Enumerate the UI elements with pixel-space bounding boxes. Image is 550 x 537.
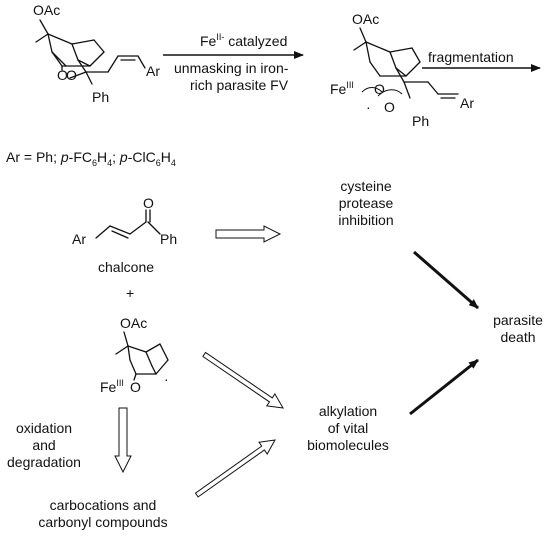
radical-oac-label: OAc bbox=[120, 315, 147, 331]
radical-fe-label: FeIII bbox=[100, 378, 124, 395]
arrow-carbocations-to-alkylation bbox=[194, 439, 276, 498]
substrate-o2-label: O bbox=[66, 67, 77, 83]
alkylation-label: alkylation of vital biomolecules bbox=[307, 403, 389, 453]
death-line2: death bbox=[500, 329, 535, 345]
substrate-skeleton bbox=[35, 19, 146, 85]
arrow-radical-to-alkylation bbox=[202, 351, 284, 409]
carbocations-line1: carbocations and bbox=[50, 497, 157, 513]
chalcone-name: chalcone bbox=[98, 259, 154, 275]
plus-sign: + bbox=[126, 285, 134, 301]
substrate-oac-label: OAc bbox=[33, 2, 60, 18]
cysteine-line3: inhibition bbox=[338, 212, 393, 228]
radical-o-label: O bbox=[130, 379, 141, 395]
chalcone-skeleton bbox=[95, 209, 161, 239]
cysteine-line2: protease bbox=[339, 195, 394, 211]
chalcone-structure: Ar O Ph chalcone bbox=[72, 195, 177, 275]
arrow-chalcone-to-cysteine bbox=[215, 225, 282, 243]
alkylation-line2: of vital bbox=[328, 420, 368, 436]
arrow-radical-to-oxidation bbox=[114, 407, 132, 474]
substrate-o1-label: O bbox=[57, 67, 68, 83]
alkylation-line3: biomolecules bbox=[307, 437, 389, 453]
intermediate-ar-label: Ar bbox=[460, 95, 474, 111]
radical-skeleton bbox=[115, 331, 169, 381]
substrate-structure: OAc O O Ar Ph bbox=[33, 2, 160, 105]
chalcone-ar-label: Ar bbox=[72, 231, 86, 247]
death-line1: parasite bbox=[493, 312, 543, 328]
step1-label-below-line1: unmasking in iron- bbox=[174, 60, 289, 76]
oxidation-line2: and bbox=[32, 437, 55, 453]
step1-label-above: FeII- catalyzed bbox=[200, 32, 287, 49]
intermediate-radical-dot: · bbox=[366, 99, 371, 115]
intermediate-fe-label: FeIII bbox=[330, 80, 354, 97]
step2-label: fragmentation bbox=[428, 49, 514, 65]
aryl-definition: Ar = Ph; p-FC6H4; p-ClC6H4 bbox=[6, 149, 176, 168]
oxidation-line1: oxidation bbox=[16, 420, 72, 436]
intermediate-o1-label: O bbox=[374, 81, 385, 97]
intermediate-oac-label: OAc bbox=[352, 11, 379, 27]
chalcone-ph-label: Ph bbox=[160, 231, 177, 247]
substrate-ph-label: Ph bbox=[92, 89, 109, 105]
oxidation-line3: degradation bbox=[7, 454, 81, 470]
arrow-cysteine-to-death bbox=[413, 250, 479, 310]
parasite-death-label: parasite death bbox=[493, 312, 543, 345]
electron-arrow-2 bbox=[377, 89, 403, 97]
intermediate-structure: OAc FeIII O O · Ar Ph bbox=[330, 11, 474, 129]
radical-product-structure: OAc FeIII O · bbox=[100, 315, 169, 395]
carbocations-line2: carbonyl compounds bbox=[38, 514, 167, 530]
cysteine-protease-label: cysteine protease inhibition bbox=[338, 178, 393, 228]
arrow-alkylation-to-death bbox=[409, 358, 479, 416]
radical-dot: · bbox=[164, 371, 169, 387]
intermediate-o2-label: O bbox=[384, 99, 395, 115]
alkylation-line1: alkylation bbox=[319, 403, 377, 419]
electron-arrow-1 bbox=[361, 87, 383, 93]
substrate-ar-label: Ar bbox=[146, 63, 160, 79]
oxidation-label: oxidation and degradation bbox=[7, 420, 81, 470]
cysteine-line1: cysteine bbox=[340, 178, 392, 194]
step1-label-below-line2: rich parasite FV bbox=[190, 77, 289, 93]
intermediate-ph-label: Ph bbox=[412, 113, 429, 129]
intermediate-skeleton bbox=[353, 27, 459, 99]
carbocations-label: carbocations and carbonyl compounds bbox=[38, 497, 167, 530]
chalcone-o-label: O bbox=[143, 195, 154, 211]
